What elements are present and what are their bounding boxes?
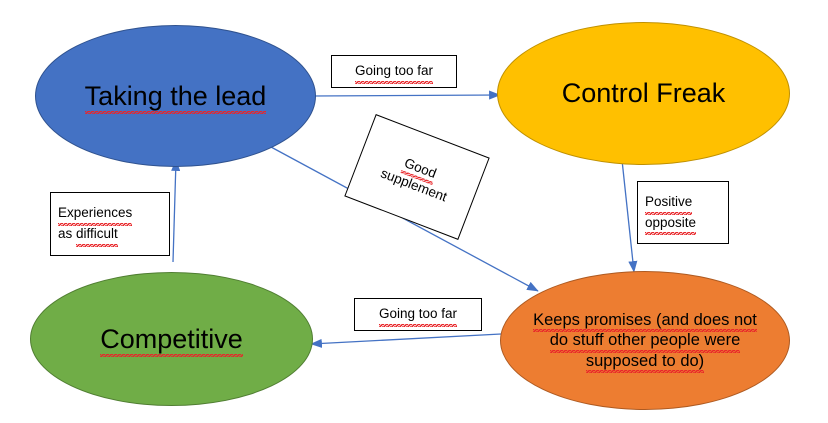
edge-label-text: Going too far: [378, 304, 458, 327]
edge-label-text: Going too far: [354, 61, 434, 84]
node-text-line: Control Freak: [561, 78, 726, 109]
node-taking-the-lead[interactable]: Taking the lead: [35, 25, 316, 167]
node-text-line: Taking the lead: [84, 80, 267, 116]
edge-arrow-lead-to-control: [312, 90, 501, 100]
node-label-taking-the-lead: Taking the lead: [75, 80, 277, 116]
node-label-control-freak: Control Freak: [552, 77, 736, 110]
node-keeps-promises[interactable]: Keeps promises (and does not do stuff ot…: [500, 271, 790, 410]
edge-label-experiences-as-difficult[interactable]: Experiences as difficult: [50, 192, 170, 256]
edge-label-text: opposite: [645, 213, 697, 236]
node-text-line: do stuff other people were: [549, 331, 741, 353]
edge-label-text: difficult: [76, 224, 118, 247]
edge-arrow-competitive-to-lead: [171, 159, 181, 263]
edge-arrow-control-to-keeps-promises: [621, 159, 638, 273]
edge-label-positive-opposite[interactable]: Positive opposite: [637, 181, 729, 244]
edge-label-text: Experiences: [58, 203, 133, 226]
node-text-line: Keeps promises (and does not: [533, 311, 757, 333]
edge-arrow-keeps-promises-to-competitive: [310, 333, 502, 348]
node-label-competitive: Competitive: [90, 323, 253, 359]
node-text-line: Competitive: [100, 323, 243, 359]
node-label-keeps-promises: Keeps promises (and does not do stuff ot…: [523, 310, 767, 373]
node-control-freak[interactable]: Control Freak: [497, 22, 790, 165]
node-text-line: supposed to do): [585, 351, 705, 373]
node-competitive[interactable]: Competitive: [30, 272, 313, 406]
edge-label-going-too-far-top[interactable]: Going too far: [331, 55, 457, 88]
edge-label-text: Positive: [645, 192, 693, 215]
edge-label-going-too-far-bottom[interactable]: Going too far: [354, 298, 482, 331]
edge-label-text-prefix: as: [58, 226, 77, 241]
